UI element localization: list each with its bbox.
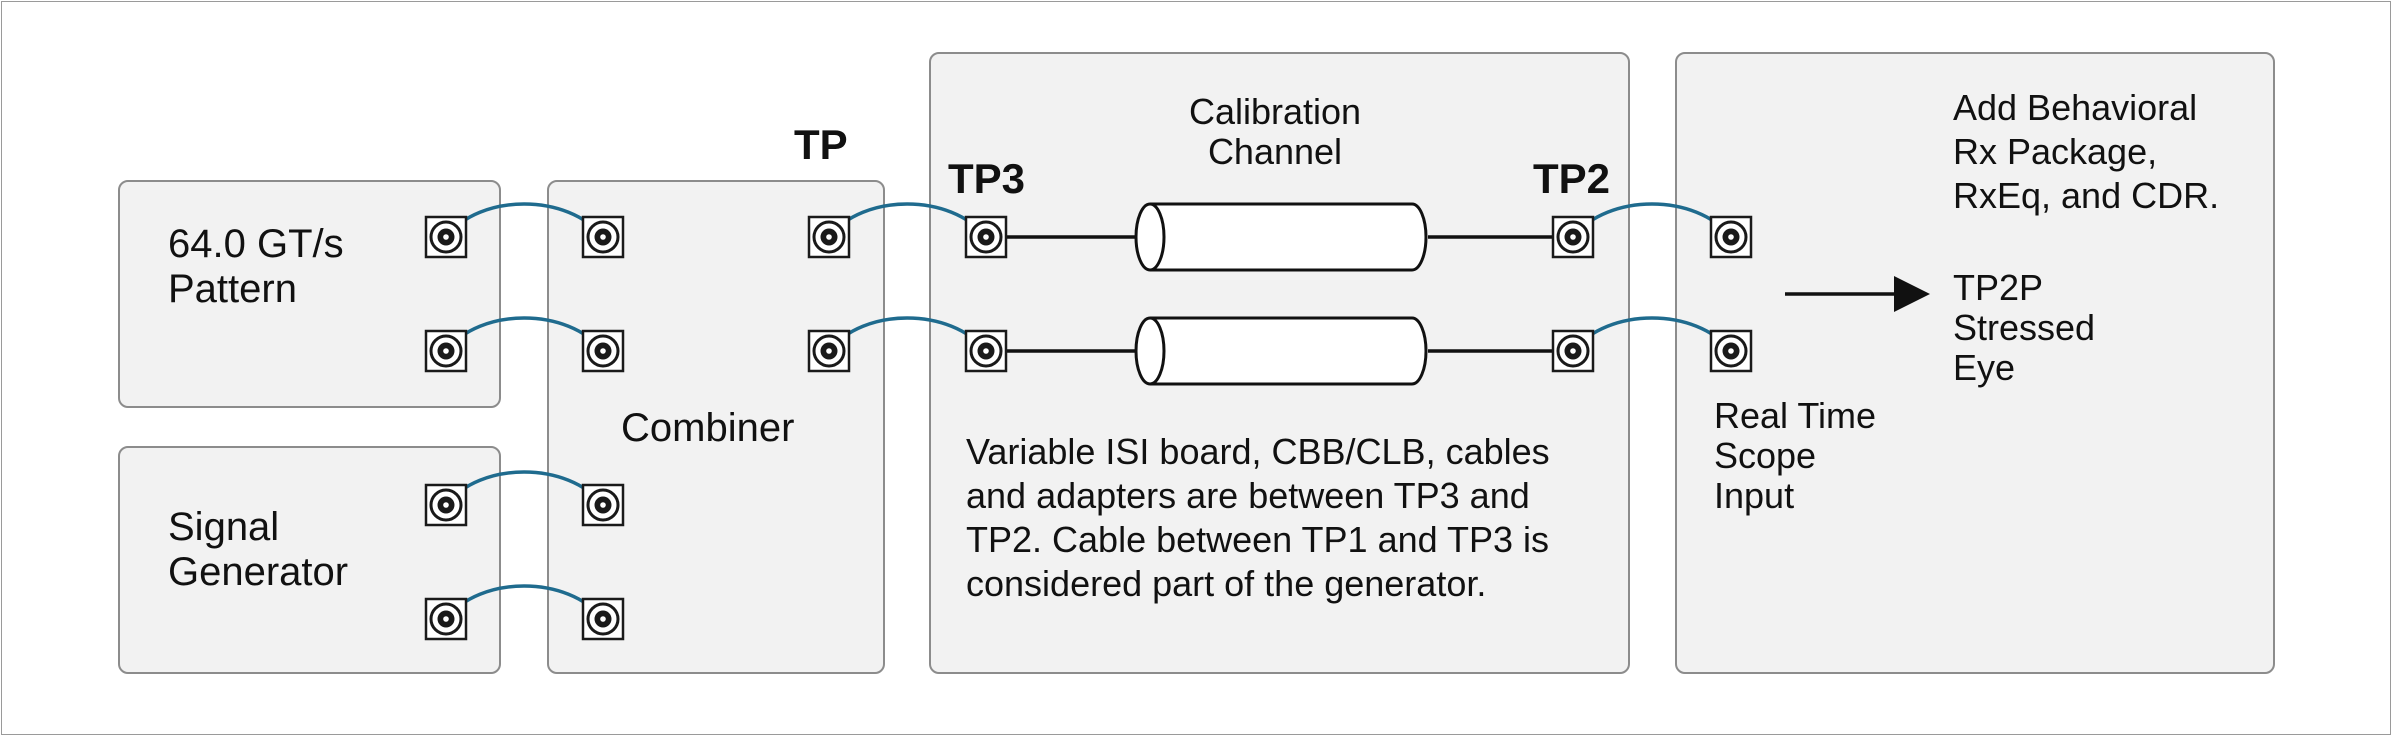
tp-label: TP: [794, 121, 848, 168]
sma-connector-icon: [1709, 329, 1753, 373]
arrow-right-icon: [1785, 276, 1930, 312]
sma-connector-icon: [581, 483, 625, 527]
pattern-label: 64.0 GT/s Pattern: [168, 222, 344, 311]
sma-connector-icon: [807, 329, 851, 373]
calibration-channel-title: Calibration Channel: [1188, 91, 1362, 172]
scope-block: [1675, 52, 2275, 674]
combiner-block: [547, 180, 885, 674]
sma-connector-icon: [964, 329, 1008, 373]
coax-cable-icon: [1134, 316, 1428, 386]
sma-connector-icon: [424, 483, 468, 527]
sma-connector-icon: [424, 215, 468, 259]
combiner-label: Combiner: [621, 406, 795, 450]
sma-connector-icon: [424, 329, 468, 373]
sma-connector-icon: [581, 329, 625, 373]
sma-connector-icon: [581, 597, 625, 641]
calibration-channel-note: Variable ISI board, CBB/CLB, cables and …: [966, 431, 1550, 604]
tp2-label: TP2: [1533, 155, 1611, 202]
sma-connector-icon: [1551, 215, 1595, 259]
sma-connector-icon: [964, 215, 1008, 259]
sma-connector-icon: [1551, 329, 1595, 373]
sma-connector-icon: [424, 597, 468, 641]
sma-connector-icon: [807, 215, 851, 259]
coax-cable-icon: [1134, 202, 1428, 272]
sma-connector-icon: [1709, 215, 1753, 259]
tp3-label: TP3: [948, 155, 1026, 202]
jumper-cables: [444, 202, 1733, 621]
signal-generator-label: Signal Generator: [168, 505, 349, 594]
sma-connector-icon: [581, 215, 625, 259]
channel-wires: [986, 235, 1573, 353]
behavioral-text: Add Behavioral Rx Package, RxEq, and CDR…: [1953, 87, 2220, 216]
scope-input-label: Real Time Scope Input: [1714, 395, 1877, 516]
stressed-eye-label: TP2P Stressed Eye: [1953, 267, 2096, 388]
